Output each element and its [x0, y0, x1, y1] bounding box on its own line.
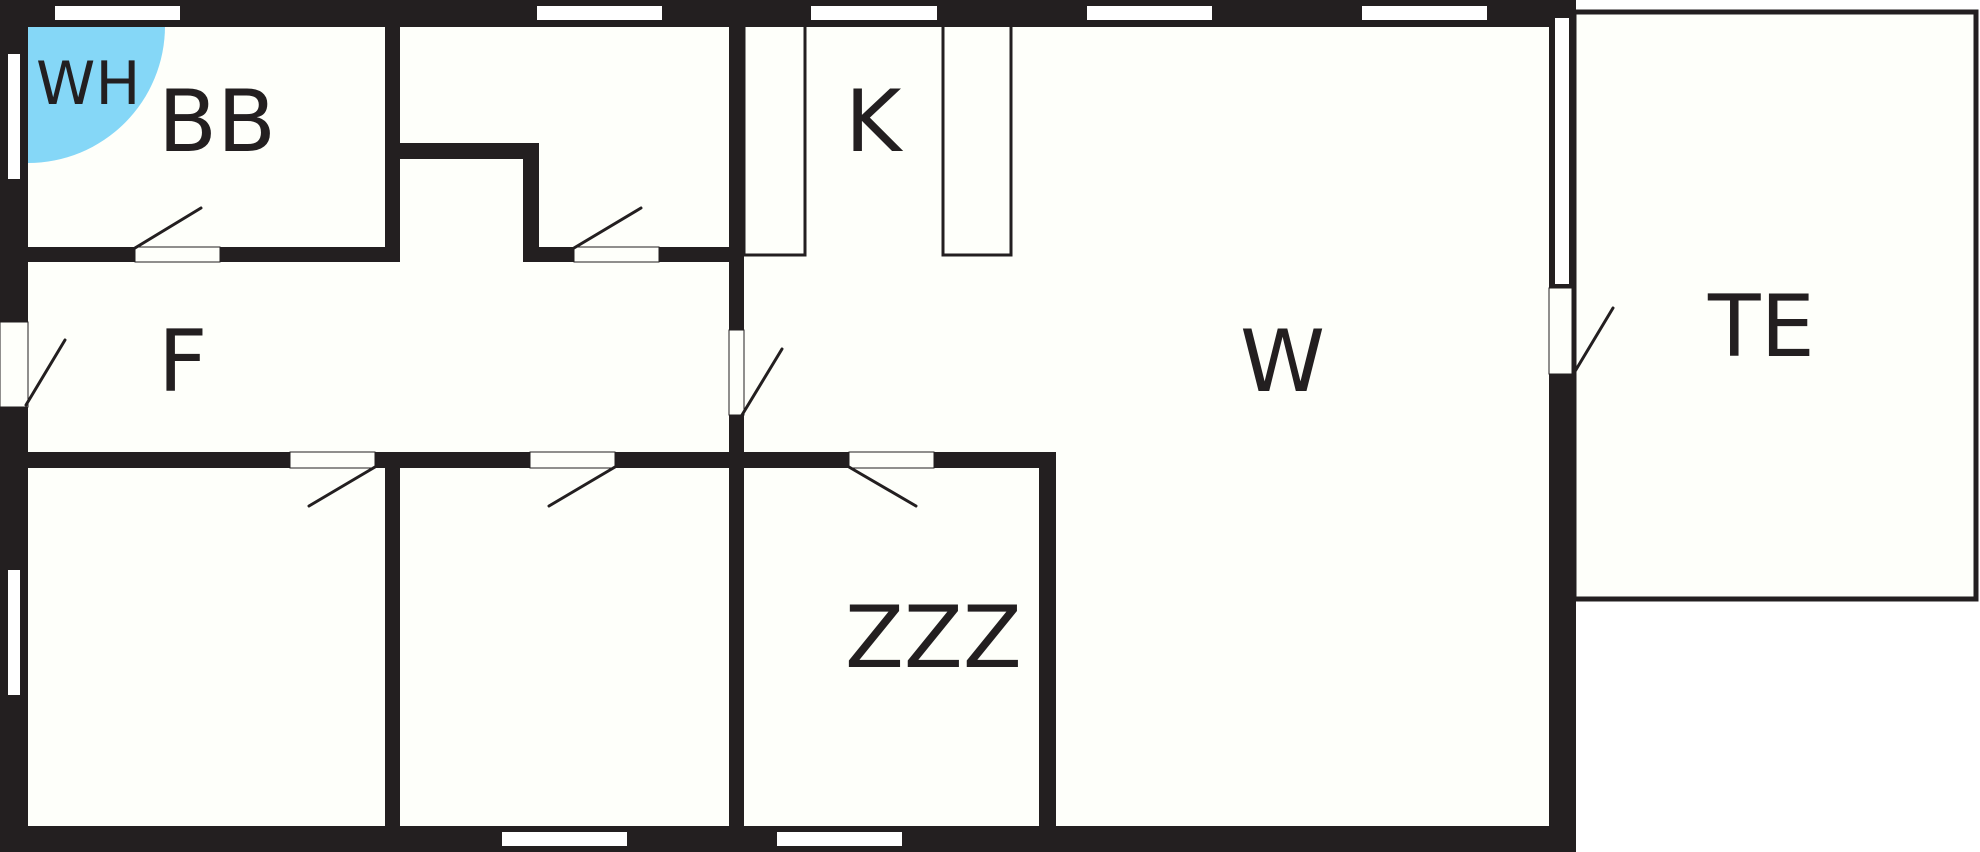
window-top-2 — [537, 6, 662, 20]
counter-right — [941, 23, 1013, 257]
wall-niche-top — [385, 143, 539, 159]
door-outline-bb — [134, 246, 221, 263]
window-left-2 — [8, 570, 20, 695]
room-label-k: K — [845, 72, 904, 172]
window-top-3 — [811, 6, 937, 20]
room-label-w: W — [1240, 312, 1325, 412]
window-right-tall — [1555, 18, 1569, 284]
door-leaf-terrace — [1572, 306, 1615, 375]
door-leaf-bedroom-left — [307, 465, 377, 508]
window-top-5 — [1362, 6, 1487, 20]
door-gap-bedroom-mid — [530, 452, 615, 468]
room-label-bb: BB — [158, 72, 276, 172]
door-leaf-bb — [133, 206, 203, 250]
door-gap-living — [729, 330, 744, 415]
windows — [8, 6, 1569, 846]
door-gap-bb — [135, 247, 220, 262]
counter-left — [742, 23, 807, 257]
room-label-te: TE — [1707, 277, 1815, 377]
door-leaf-living — [740, 347, 784, 417]
door-outline-zzz — [848, 451, 935, 469]
wall-central-vertical — [729, 26, 744, 826]
wall-bedrooms-divider — [385, 452, 400, 826]
door-gap-zzz — [849, 452, 934, 468]
door-gap-entrance — [0, 322, 28, 407]
floor-areas — [4, 4, 1974, 848]
window-top-4 — [1087, 6, 1212, 20]
room-label-wh: WH — [36, 49, 140, 119]
door-leaf-zzz — [847, 465, 918, 508]
door-gap-bedroom-left — [290, 452, 375, 468]
wall-zzz-right — [1039, 452, 1056, 826]
door-outline-niche — [573, 246, 660, 263]
door-leaf-bedroom-mid — [547, 465, 617, 508]
door-leaves — [24, 206, 1615, 508]
wh-marker — [28, 26, 165, 163]
window-bottom-2 — [777, 832, 902, 846]
terrace-outline — [1571, 9, 1979, 602]
kitchen-counters — [742, 23, 1013, 257]
room-label-zzz: ZZZ — [845, 588, 1022, 688]
room-label-f: F — [158, 312, 207, 412]
outer-wall-top — [0, 0, 1576, 27]
door-outline-bedroom-mid — [529, 451, 616, 469]
wall-niche-side — [523, 143, 539, 262]
door-gap-niche — [574, 247, 659, 262]
window-bottom-1 — [502, 832, 627, 846]
terrace-floor — [1574, 14, 1974, 597]
door-outline-bedroom-left — [289, 451, 376, 469]
window-left-1 — [8, 54, 20, 179]
door-outline-living — [728, 329, 745, 416]
room-labels: WH BB K F W TE ZZZ — [36, 49, 1815, 688]
door-leaf-entrance — [24, 338, 67, 407]
main-floor — [4, 4, 1574, 848]
door-leaf-niche — [572, 206, 643, 250]
window-top-1 — [55, 6, 180, 20]
door-outline-entrance — [0, 321, 29, 408]
